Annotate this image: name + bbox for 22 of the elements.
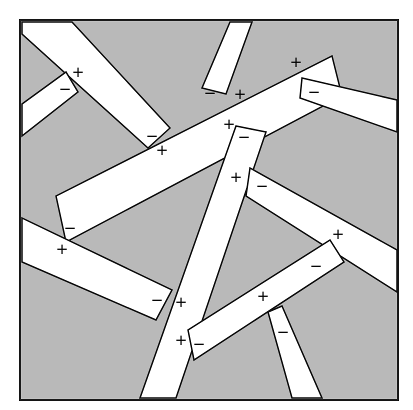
- polarity-sign: +: [156, 141, 168, 160]
- polarity-sign: −: [150, 291, 164, 310]
- polarity-sign: +: [72, 63, 84, 82]
- polarity-sign: +: [332, 225, 344, 244]
- polarity-sign: +: [290, 53, 302, 72]
- polarity-sign: −: [64, 219, 76, 238]
- polarity-sign: −: [238, 128, 250, 146]
- polarity-sign: −: [308, 83, 320, 102]
- polarity-sign: +: [174, 331, 188, 350]
- polarity-sign: −: [192, 335, 206, 354]
- polarity-sign: +: [230, 168, 242, 186]
- polarity-sign: −: [146, 127, 158, 146]
- polarity-sign: +: [174, 293, 188, 312]
- polarity-sign: −: [256, 177, 268, 196]
- polarity-sign: −: [310, 257, 322, 276]
- polarity-sign: +: [234, 85, 246, 104]
- polarity-sign: −: [58, 80, 72, 98]
- polarity-sign: +: [56, 240, 68, 258]
- polarity-sign: −: [204, 84, 216, 102]
- polarity-sign: +: [222, 115, 236, 134]
- polarity-sign: +: [256, 287, 270, 306]
- polarity-sign: −: [276, 323, 290, 342]
